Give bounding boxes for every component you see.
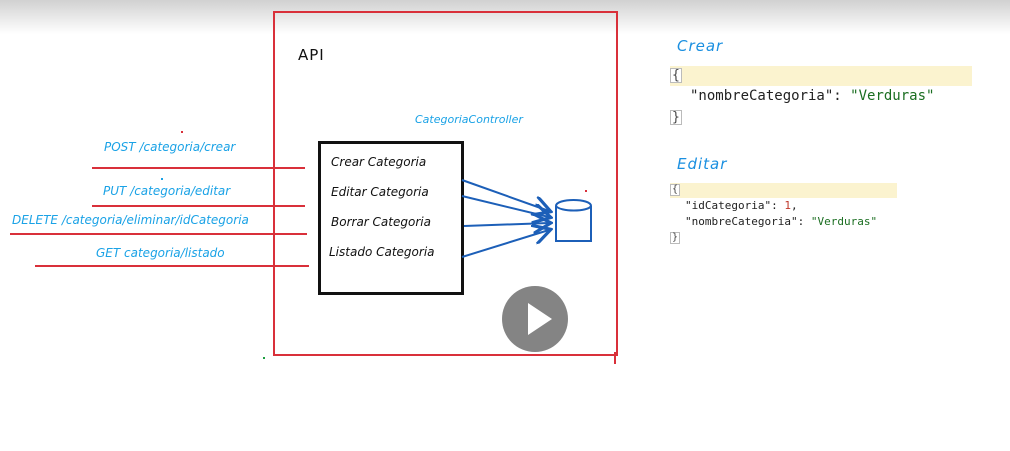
route-line-put bbox=[92, 205, 305, 207]
json-open-brace-crear: { bbox=[670, 68, 682, 83]
code-highlight-crear bbox=[670, 66, 972, 86]
route-line-delete bbox=[10, 233, 307, 235]
json-title-editar: Editar bbox=[677, 155, 728, 173]
json-close-brace-crear: } bbox=[670, 110, 682, 125]
operation-listado: Listado Categoria bbox=[329, 245, 435, 259]
api-boundary-tail bbox=[614, 352, 616, 364]
api-label: API bbox=[298, 46, 325, 64]
play-icon bbox=[528, 303, 552, 335]
json-open-brace-editar: { bbox=[670, 184, 681, 196]
operation-crear: Crear Categoria bbox=[331, 155, 427, 169]
top-shade bbox=[0, 0, 1010, 34]
json-title-crear: Crear bbox=[677, 37, 724, 55]
stray-dot bbox=[263, 357, 265, 359]
json-close-brace-editar: } bbox=[670, 232, 681, 244]
play-button[interactable] bbox=[502, 286, 568, 352]
route-label-put: PUT /categoria/editar bbox=[103, 184, 231, 198]
arrow-borrar bbox=[463, 223, 549, 226]
json-colon: : bbox=[833, 88, 851, 104]
arrow-listado bbox=[461, 230, 549, 258]
route-line-get bbox=[35, 265, 309, 267]
stray-dot bbox=[161, 178, 163, 180]
operation-editar: Editar Categoria bbox=[331, 185, 429, 199]
json-value: "Verduras" bbox=[810, 215, 878, 228]
json-line-idcategoria: "idCategoria": 1, bbox=[685, 199, 798, 212]
operation-borrar: Borrar Categoria bbox=[331, 215, 431, 229]
stray-dot bbox=[181, 131, 183, 133]
json-colon: : bbox=[771, 199, 785, 212]
controller-label: CategoriaController bbox=[415, 113, 523, 126]
stray-dot bbox=[585, 190, 587, 192]
json-value: "Verduras" bbox=[850, 88, 935, 104]
database-icon bbox=[555, 199, 592, 242]
json-line-crear: "nombreCategoria": "Verduras" bbox=[690, 88, 934, 104]
api-boundary-box bbox=[273, 11, 618, 356]
route-label-delete: DELETE /categoria/eliminar/idCategoria bbox=[12, 213, 249, 227]
route-label-post: POST /categoria/crear bbox=[104, 140, 236, 154]
code-highlight-editar bbox=[670, 183, 897, 198]
json-comma: , bbox=[790, 199, 798, 212]
route-line-post bbox=[92, 167, 305, 169]
json-key: "nombreCategoria" bbox=[690, 88, 834, 104]
controller-box bbox=[318, 141, 464, 295]
route-label-get: GET categoria/listado bbox=[96, 246, 225, 260]
json-key: "idCategoria" bbox=[685, 199, 772, 212]
json-line-nombrecategoria: "nombreCategoria": "Verduras" bbox=[685, 215, 877, 228]
json-value: 1 bbox=[784, 199, 791, 212]
json-key: "nombreCategoria" bbox=[685, 215, 798, 228]
json-colon: : bbox=[797, 215, 811, 228]
